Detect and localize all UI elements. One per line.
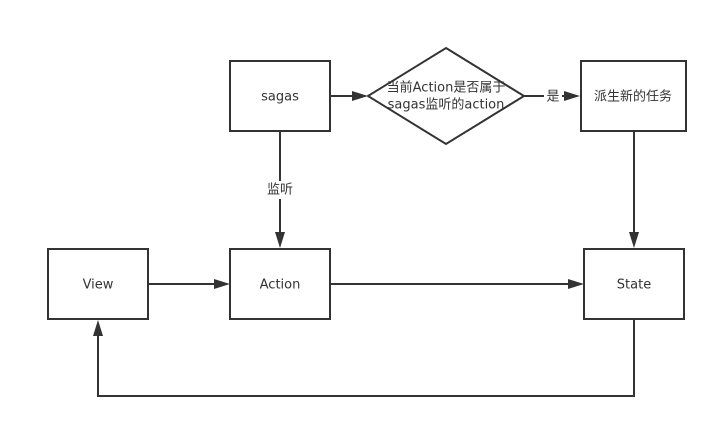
edge-label-listen: 监听 [264, 181, 296, 199]
edge-state-to-view [93, 319, 635, 397]
edge-action-to-state [330, 279, 584, 289]
node-action[interactable]: Action [229, 248, 331, 320]
node-state[interactable]: State [583, 248, 685, 320]
node-derive-task-label: 派生新的任务 [594, 89, 672, 105]
node-decision-label-line1: 当前Action是否属于 [387, 80, 506, 96]
edge-label-yes-text: 是 [546, 90, 559, 105]
arrowhead [214, 279, 230, 289]
edge-view-to-action [148, 279, 230, 289]
node-decision[interactable]: 当前Action是否属于 sagas监听的action [366, 46, 526, 146]
edge-label-yes: 是 [544, 88, 562, 105]
node-sagas[interactable]: sagas [229, 60, 331, 132]
arrowhead [568, 279, 584, 289]
arrowhead [564, 91, 580, 101]
node-state-label: State [617, 278, 651, 293]
edge-label-listen-text: 监听 [267, 183, 293, 198]
arrowhead [352, 91, 368, 101]
node-derive-task[interactable]: 派生新的任务 [580, 60, 687, 132]
edge-sagas-to-decision [330, 91, 368, 101]
arrowhead [629, 232, 639, 248]
node-sagas-label: sagas [261, 90, 299, 105]
arrowhead [93, 320, 103, 336]
node-action-label: Action [260, 278, 301, 293]
node-view[interactable]: View [47, 248, 149, 320]
node-view-label: View [83, 278, 114, 293]
node-decision-label-line2: sagas监听的action [388, 97, 505, 113]
arrowhead [275, 232, 285, 248]
edge-derive-to-state [629, 131, 639, 248]
